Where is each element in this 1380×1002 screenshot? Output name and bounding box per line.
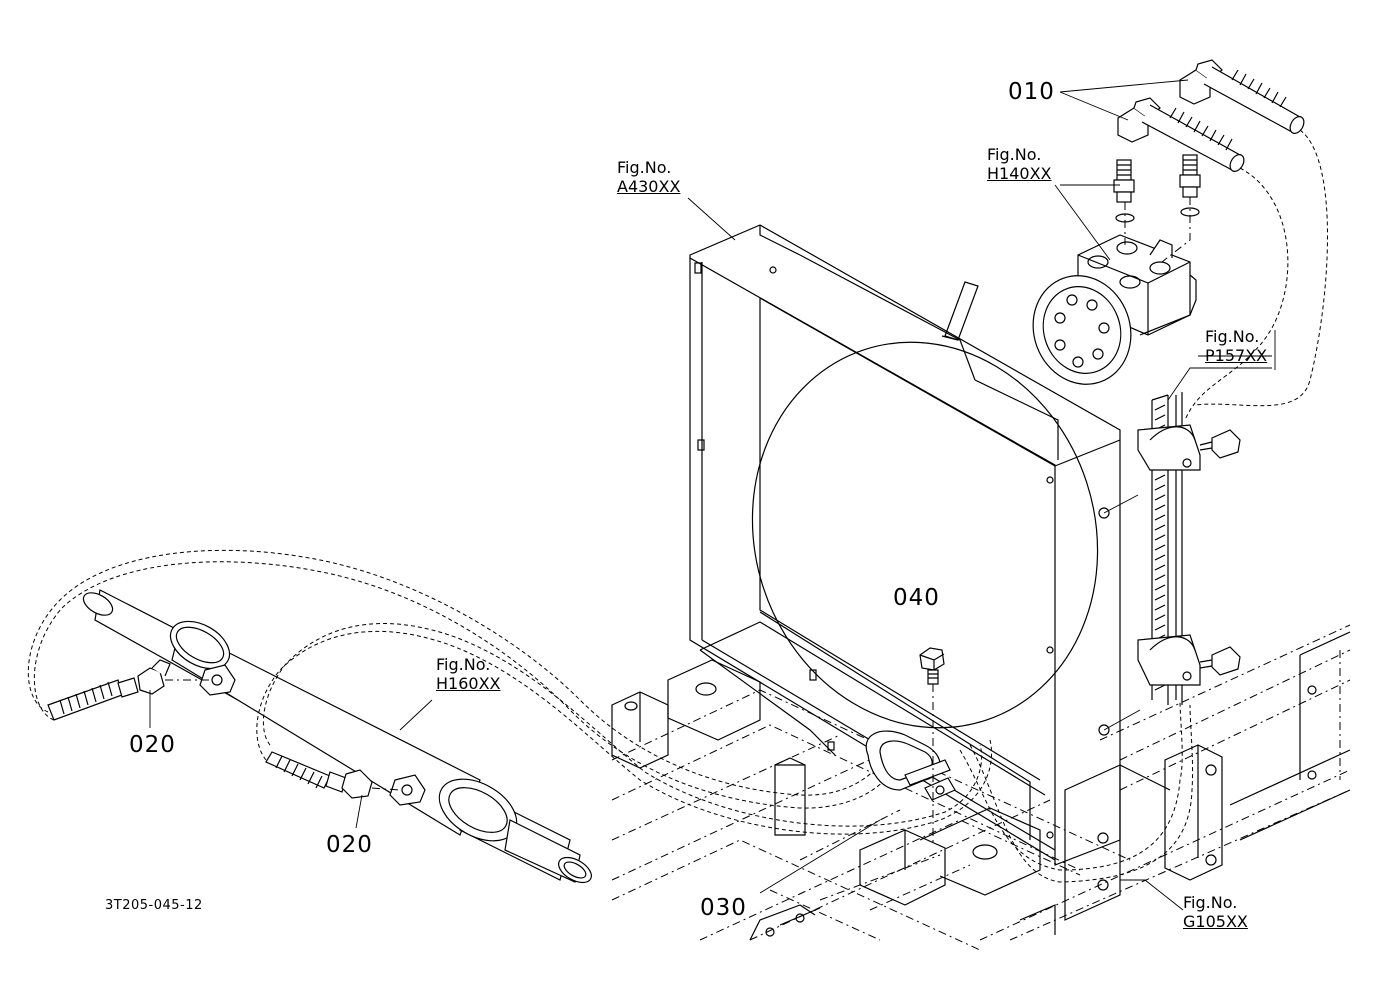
hose-clamp-030 bbox=[865, 730, 956, 801]
hose-010 bbox=[1117, 59, 1328, 421]
steering-cylinder bbox=[82, 589, 592, 884]
part-number-030: 030 bbox=[700, 895, 747, 921]
fig-ref-a430-code: A430XX bbox=[617, 177, 681, 196]
part-number-020-upper: 020 bbox=[129, 732, 176, 758]
leader-lines bbox=[149, 79, 1276, 911]
fig-ref-h140: Fig.No. H140XX bbox=[987, 145, 1052, 183]
fig-ref-h160-label: Fig.No. bbox=[436, 655, 491, 674]
fig-ref-a430: Fig.No. A430XX bbox=[617, 158, 680, 196]
chassis-brackets bbox=[611, 631, 1351, 941]
part-number-040: 040 bbox=[893, 585, 940, 611]
fig-ref-p157-code: P157XX bbox=[1205, 346, 1268, 365]
fig-ref-h160: Fig.No. H160XX bbox=[436, 655, 501, 693]
fig-ref-g105-code: G105XX bbox=[1183, 912, 1248, 931]
fig-ref-g105: Fig.No. G105XX bbox=[1183, 893, 1248, 931]
fig-ref-p157: Fig.No. P157XX bbox=[1205, 327, 1267, 365]
drawing-code: 3T205-045-12 bbox=[105, 898, 203, 913]
bolt-040 bbox=[919, 647, 945, 845]
hose-020 bbox=[27, 549, 1194, 883]
fig-ref-h140-label: Fig.No. bbox=[987, 145, 1042, 164]
steering-control-unit bbox=[1032, 154, 1201, 385]
fig-ref-p157-label: Fig.No. bbox=[1205, 327, 1260, 346]
steering-pipe-p157 bbox=[1098, 392, 1241, 736]
fig-ref-g105-label: Fig.No. bbox=[1183, 893, 1238, 912]
part-number-010: 010 bbox=[1008, 79, 1055, 105]
fig-ref-h160-code: H160XX bbox=[436, 674, 501, 693]
fan-shroud bbox=[689, 224, 1121, 866]
fig-ref-h140-code: H140XX bbox=[987, 164, 1052, 183]
part-number-020-lower: 020 bbox=[326, 832, 373, 858]
fig-ref-a430-label: Fig.No. bbox=[617, 158, 672, 177]
